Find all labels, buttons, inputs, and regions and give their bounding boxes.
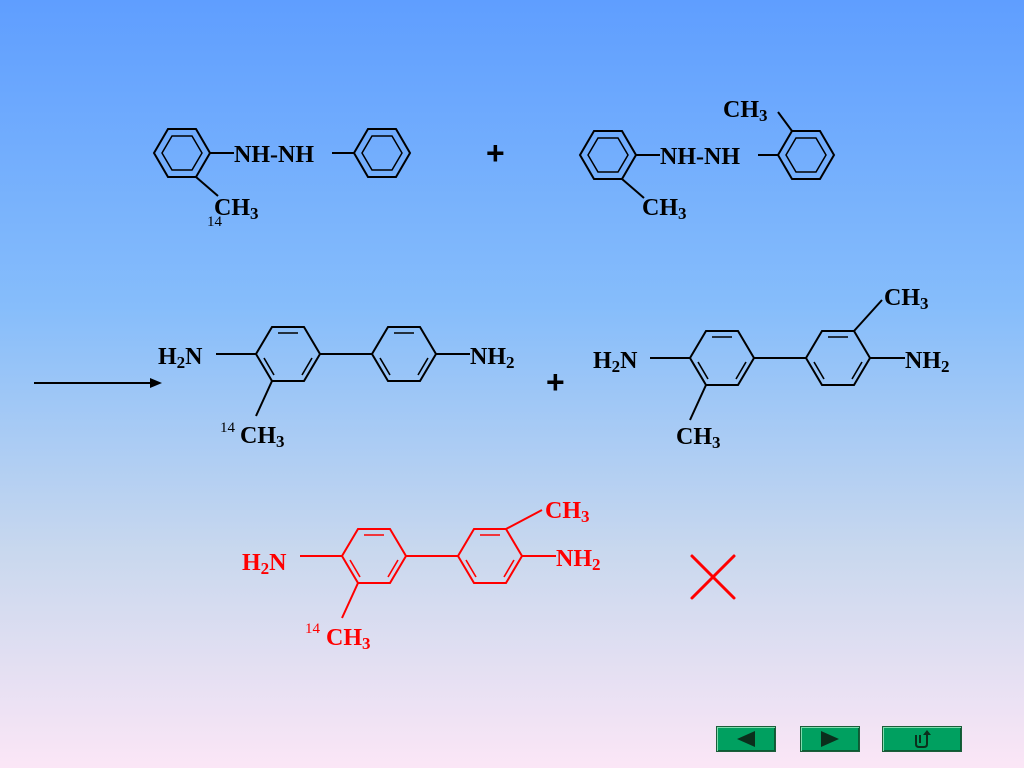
reactant-1-isotope: 14 — [207, 214, 223, 230]
rejected-methyl-bottom: CH3 — [326, 625, 371, 653]
triangle-left-icon — [737, 731, 755, 747]
product-1-right-amine: NH2 — [470, 344, 515, 372]
product-1-isotope: 14 — [220, 420, 236, 436]
reaction-arrow — [34, 378, 162, 388]
plus-operator-2: + — [546, 364, 565, 400]
reactant-2-methyl-bottom: CH3 — [642, 195, 687, 223]
reactant-2-bridge: NH-NH — [660, 144, 740, 170]
rejected-product: H2N NH2 CH3 14 CH3 — [242, 498, 601, 653]
return-arrow-icon — [915, 730, 931, 748]
plus-operator-1: + — [486, 135, 505, 171]
rejected-isotope: 14 — [305, 621, 321, 637]
rejected-methyl-top: CH3 — [545, 498, 590, 526]
product-2-left-amine: H2N — [593, 348, 638, 376]
reactant-2-methyl-top: CH3 — [723, 97, 768, 125]
triangle-right-icon — [821, 731, 839, 747]
cross-icon — [690, 554, 736, 600]
reactant-1-bridge: NH-NH — [234, 142, 314, 168]
product-2-methyl-bottom: CH3 — [676, 424, 721, 452]
product-1: H2N NH2 14 CH3 — [158, 326, 515, 451]
reactant-2: NH-NH CH3 CH3 — [579, 97, 835, 223]
rejected-left-amine: H2N — [242, 550, 287, 578]
product-1-methyl: CH3 — [240, 423, 285, 451]
rejected-right-amine: NH2 — [556, 546, 601, 574]
product-2: H2N NH2 CH3 CH3 — [593, 285, 950, 452]
return-button[interactable] — [882, 726, 962, 752]
product-2-methyl-top: CH3 — [884, 285, 929, 313]
prev-slide-button[interactable] — [716, 726, 776, 752]
reactant-1: NH-NH CH3 14 — [153, 128, 411, 230]
product-2-right-amine: NH2 — [905, 348, 950, 376]
reactant-1-methyl: CH3 — [214, 195, 259, 223]
product-1-left-amine: H2N — [158, 344, 203, 372]
next-slide-button[interactable] — [800, 726, 860, 752]
